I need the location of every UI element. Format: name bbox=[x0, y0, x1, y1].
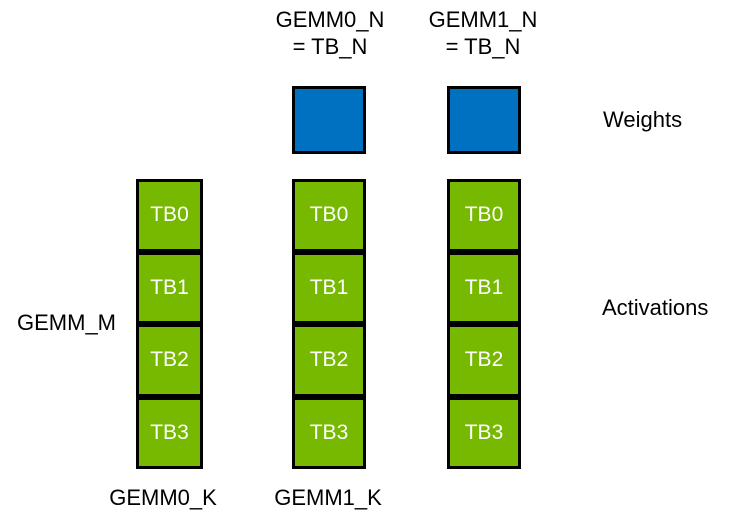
tb-cell: TB1 bbox=[447, 251, 521, 324]
tb-cell: TB2 bbox=[292, 324, 366, 397]
gemm1-k-label: GEMM1_K bbox=[274, 485, 382, 510]
tb-cell: TB3 bbox=[136, 396, 203, 469]
gemm0-n-header-line2: = TB_N bbox=[292, 34, 368, 59]
tb-cell: TB2 bbox=[447, 324, 521, 397]
gemm-m-label: GEMM_M bbox=[17, 310, 116, 335]
weights-tile-gemm0 bbox=[292, 86, 366, 154]
weights-label: Weights bbox=[603, 107, 683, 132]
tb-cell: TB2 bbox=[136, 324, 203, 397]
gemm0-k-label: GEMM0_K bbox=[109, 485, 217, 510]
tb-cell: TB3 bbox=[447, 396, 521, 469]
tb-cell: TB3 bbox=[292, 396, 366, 469]
gemm1-n-header-line1: GEMM1_N bbox=[428, 7, 538, 32]
gemm1-n-header-line2: = TB_N bbox=[445, 34, 521, 59]
activations-column-gemm1: TB0 TB1 TB2 TB3 bbox=[447, 179, 521, 469]
tb-cell: TB0 bbox=[136, 179, 203, 252]
activations-column-left: TB0 TB1 TB2 TB3 bbox=[136, 179, 203, 469]
gemm1-n-header-label: GEMM1_N = TB_N bbox=[393, 6, 573, 60]
weights-tile-gemm1 bbox=[447, 86, 521, 154]
tb-cell: TB1 bbox=[292, 251, 366, 324]
activations-column-gemm0: TB0 TB1 TB2 TB3 bbox=[292, 179, 366, 469]
gemm0-n-header-line1: GEMM0_N bbox=[275, 7, 385, 32]
tb-cell: TB0 bbox=[292, 179, 366, 252]
activations-label: Activations bbox=[602, 295, 709, 320]
tb-cell: TB0 bbox=[447, 179, 521, 252]
gemm0-n-header-label: GEMM0_N = TB_N bbox=[240, 6, 420, 60]
tb-cell: TB1 bbox=[136, 251, 203, 324]
